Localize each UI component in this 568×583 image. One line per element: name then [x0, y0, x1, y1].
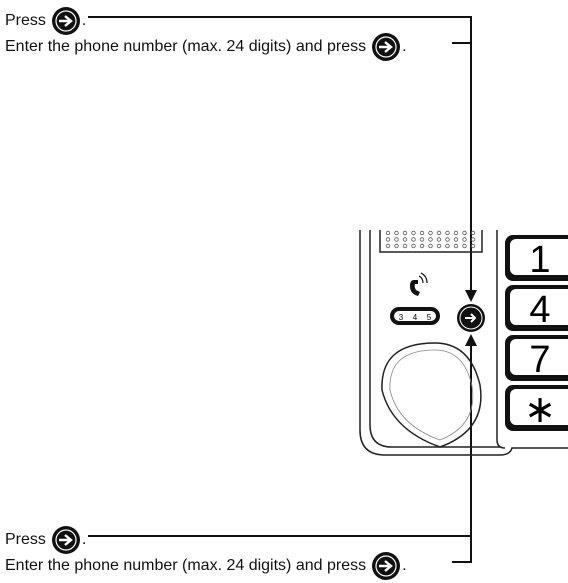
speaker-hole [411, 243, 416, 249]
speaker-hole [462, 243, 467, 249]
speaker-hole [462, 237, 467, 242]
speaker-hole [394, 230, 399, 236]
slider-label-3: 3 [399, 313, 404, 322]
speaker-hole [453, 243, 459, 249]
speaker-hole [436, 243, 442, 249]
speaker-hole [470, 230, 476, 236]
dial-arrow-icon [51, 526, 80, 554]
speaker-hole [453, 230, 459, 236]
instruction-text: Press [5, 531, 46, 548]
keypad: 1 4 7 ∗ [505, 235, 568, 431]
instruction-suffix: . [81, 531, 87, 548]
keypad-key[interactable]: 1 [505, 235, 568, 281]
slider-label-4: 4 [413, 313, 418, 322]
phone-dial-button[interactable] [457, 304, 485, 332]
instruction-suffix: . [402, 557, 407, 574]
speaker-hole [411, 237, 416, 242]
dial-arrow-icon [372, 552, 401, 580]
speaker-hole [436, 237, 442, 242]
keypad-key-label: 1 [529, 239, 550, 281]
speaker-hole [470, 237, 476, 242]
handset-icon [410, 272, 428, 296]
speaker-hole [394, 237, 399, 242]
speaker-hole [445, 237, 450, 242]
speaker-hole [428, 243, 433, 249]
speaker-hole [462, 230, 467, 236]
speaker-hole [402, 230, 408, 236]
instruction-enter-bottom: Enter the phone number (max. 24 digits) … [5, 552, 407, 580]
speaker-grille [385, 230, 476, 249]
handset-cradle [381, 342, 482, 448]
slider-label-5: 5 [427, 313, 432, 322]
volume-slider: 3 4 5 [390, 307, 440, 325]
keypad-key-label: 4 [529, 289, 550, 331]
speaker-hole [428, 230, 433, 236]
speaker-hole [419, 243, 425, 249]
instruction-press-top: Press . [5, 7, 86, 35]
speaker-hole [445, 230, 450, 236]
speaker-hole [394, 243, 399, 249]
instruction-suffix: . [81, 12, 87, 29]
keypad-key-label: 7 [529, 339, 550, 381]
dial-arrow-icon [51, 7, 80, 35]
speaker-hole [419, 237, 425, 242]
instruction-text: Press [5, 12, 46, 29]
speaker-hole [436, 230, 442, 236]
speaker-hole [445, 243, 450, 249]
speaker-hole [470, 243, 476, 249]
speaker-hole [411, 230, 416, 236]
speaker-hole [402, 237, 408, 242]
speaker-hole [385, 230, 391, 236]
instruction-text: Enter the phone number (max. 24 digits) … [5, 38, 367, 55]
speaker-hole [402, 243, 408, 249]
keypad-key-label: ∗ [524, 389, 556, 431]
keypad-key[interactable]: ∗ [505, 385, 568, 431]
instruction-enter-top: Enter the phone number (max. 24 digits) … [5, 33, 407, 61]
keypad-key[interactable]: 7 [505, 335, 568, 381]
instruction-press-bottom: Press . [5, 526, 86, 554]
speaker-hole [419, 230, 425, 236]
instruction-text: Enter the phone number (max. 24 digits) … [5, 557, 367, 574]
keypad-key[interactable]: 4 [505, 285, 568, 331]
arrow-down-head [465, 290, 477, 302]
phone-body [359, 230, 568, 456]
speaker-hole [385, 243, 391, 249]
speaker-hole [385, 237, 391, 242]
speaker-hole [428, 237, 433, 242]
speaker-hole [453, 237, 459, 242]
dial-arrow-icon [372, 33, 401, 61]
arrow-up-head [465, 334, 477, 346]
connector-lines [88, 16, 472, 563]
instruction-suffix: . [402, 38, 407, 55]
